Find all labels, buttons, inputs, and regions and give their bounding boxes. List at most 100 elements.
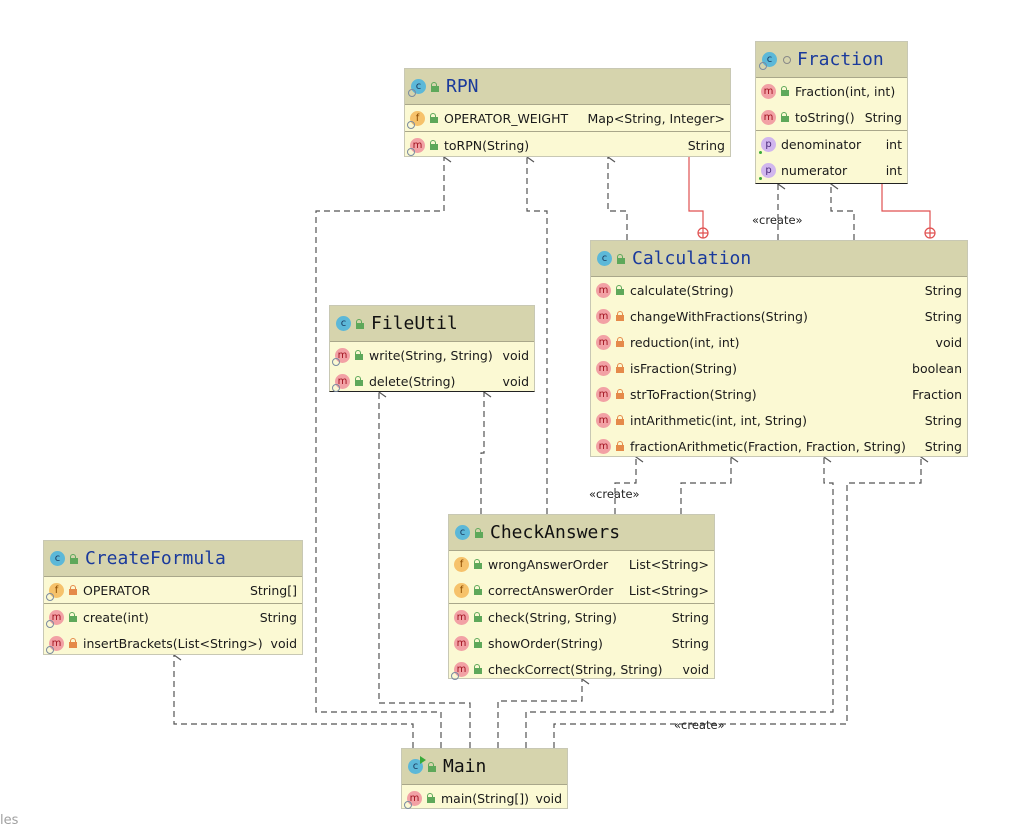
method-type: void (270, 635, 297, 651)
public-icon (426, 793, 436, 803)
method-row[interactable]: m toString() String (756, 104, 907, 130)
class-createformula[interactable]: c CreateFormula f OPERATOR String[] m cr… (43, 540, 303, 655)
public-icon (780, 86, 790, 96)
public-icon (68, 612, 78, 622)
method-row[interactable]: m changeWithFractions(String) String (591, 303, 967, 329)
edge-main-to-calculation (525, 457, 834, 748)
field-name: wrongAnswerOrder (488, 556, 609, 572)
class-rpn[interactable]: c RPN f OPERATOR_WEIGHT Map<String, Inte… (404, 68, 731, 157)
edge-main-to-fileutil (379, 392, 471, 748)
edge-calculation-to-fraction (831, 184, 855, 240)
field-row[interactable]: f OPERATOR String[] (44, 577, 302, 603)
method-row[interactable]: m isFraction(String) boolean (591, 355, 967, 381)
method-row[interactable]: m check(String, String) String (449, 604, 714, 630)
public-icon (473, 612, 483, 622)
class-name: CreateFormula (85, 548, 226, 569)
method-name: check(String, String) (488, 609, 617, 625)
edge-calculation-to-rpn (608, 157, 628, 240)
method-icon: m (404, 790, 422, 809)
method-row[interactable]: m reduction(int, int) void (591, 329, 967, 355)
public-icon (615, 285, 625, 295)
method-name: intArithmetic(int, int, String) (630, 412, 807, 428)
class-main[interactable]: c Main m main(String[]) void (401, 748, 568, 809)
method-row[interactable]: m toRPN(String) String (405, 132, 730, 158)
method-row[interactable]: m main(String[]) void (402, 785, 567, 811)
public-icon (473, 559, 483, 569)
edge-main-to-rpn (315, 157, 444, 748)
class-fraction[interactable]: c Fraction m Fraction(int, int) m toStri… (755, 41, 908, 184)
fields-section: f OPERATOR_WEIGHT Map<String, Integer> (405, 105, 730, 132)
field-name: OPERATOR (83, 582, 151, 598)
method-icon: m (596, 360, 611, 376)
property-type: int (885, 162, 902, 178)
method-type: void (502, 373, 529, 389)
method-row[interactable]: m checkCorrect(String, String) void (449, 656, 714, 682)
field-name: OPERATOR_WEIGHT (444, 110, 569, 126)
method-row[interactable]: m showOrder(String) String (449, 630, 714, 656)
property-type: int (885, 136, 902, 152)
method-type: String (924, 308, 962, 324)
public-icon (354, 376, 364, 386)
class-header: c Fraction (756, 42, 907, 78)
edge-main-to-checkanswers (497, 679, 582, 748)
method-row[interactable]: m delete(String) void (330, 368, 534, 394)
class-fileutil[interactable]: c FileUtil m write(String, String) void … (329, 305, 535, 392)
public-icon (780, 112, 790, 122)
class-icon: c (455, 525, 470, 540)
methods-section: m Fraction(int, int) m toString() String (756, 78, 907, 131)
field-row[interactable]: f wrongAnswerOrder List<String> (449, 551, 714, 577)
method-row[interactable]: m insertBrackets(List<String>) void (44, 630, 302, 656)
class-icon: c (50, 551, 65, 566)
method-name: main(String[]) (441, 790, 530, 806)
class-header: c Main (402, 749, 567, 785)
methods-section: m create(int) String m insertBrackets(Li… (44, 604, 302, 656)
edge-main-to-createformula (174, 655, 414, 748)
field-row[interactable]: f OPERATOR_WEIGHT Map<String, Integer> (405, 105, 730, 131)
method-row[interactable]: m intArithmetic(int, int, String) String (591, 407, 967, 433)
method-row[interactable]: m create(int) String (44, 604, 302, 630)
method-row[interactable]: m calculate(String) String (591, 277, 967, 303)
public-icon (69, 553, 79, 564)
method-row[interactable]: m write(String, String) void (330, 342, 534, 368)
class-name: Main (443, 756, 487, 777)
field-icon: f (46, 582, 64, 601)
method-row[interactable]: m fractionArithmetic(Fraction, Fraction,… (591, 433, 967, 459)
method-icon: m (454, 635, 469, 651)
public-icon (355, 318, 365, 329)
methods-section: m calculate(String) String m changeWithF… (591, 277, 967, 459)
method-type: String (259, 609, 297, 625)
class-name: RPN (446, 76, 479, 97)
property-icon: p (759, 136, 776, 154)
class-icon: c (336, 316, 351, 331)
class-icon: c (597, 251, 612, 266)
field-type: List<String> (628, 556, 709, 572)
methods-section: m check(String, String) String m showOrd… (449, 604, 714, 682)
private-lock-icon (615, 311, 625, 321)
package-private-icon (783, 55, 791, 64)
method-icon: m (761, 83, 776, 99)
property-row[interactable]: p denominator int (756, 131, 907, 157)
method-name: changeWithFractions(String) (630, 308, 808, 324)
method-icon: m (761, 109, 776, 125)
methods-section: m main(String[]) void (402, 785, 567, 811)
edge-checkanswers-to-calculation-create (614, 457, 636, 514)
property-name: numerator (781, 162, 848, 178)
class-calculation[interactable]: c Calculation m calculate(String) String… (590, 240, 968, 457)
method-row[interactable]: m strToFraction(String) Fraction (591, 381, 967, 407)
edge-checkanswers-to-rpn (527, 157, 548, 514)
method-icon: m (332, 373, 350, 392)
field-type: String[] (249, 582, 297, 598)
class-header: c FileUtil (330, 306, 534, 342)
private-lock-icon (615, 415, 625, 425)
public-icon (427, 761, 437, 772)
method-row[interactable]: m Fraction(int, int) (756, 78, 907, 104)
class-checkanswers[interactable]: c CheckAnswers f wrongAnswerOrder List<S… (448, 514, 715, 682)
method-type: String (864, 109, 902, 125)
method-name: reduction(int, int) (630, 334, 740, 350)
create-label-calculation: «create» (589, 487, 640, 501)
method-icon: m (451, 661, 469, 680)
field-row[interactable]: f correctAnswerOrder List<String> (449, 577, 714, 603)
property-row[interactable]: p numerator int (756, 157, 907, 183)
method-name: delete(String) (369, 373, 456, 389)
